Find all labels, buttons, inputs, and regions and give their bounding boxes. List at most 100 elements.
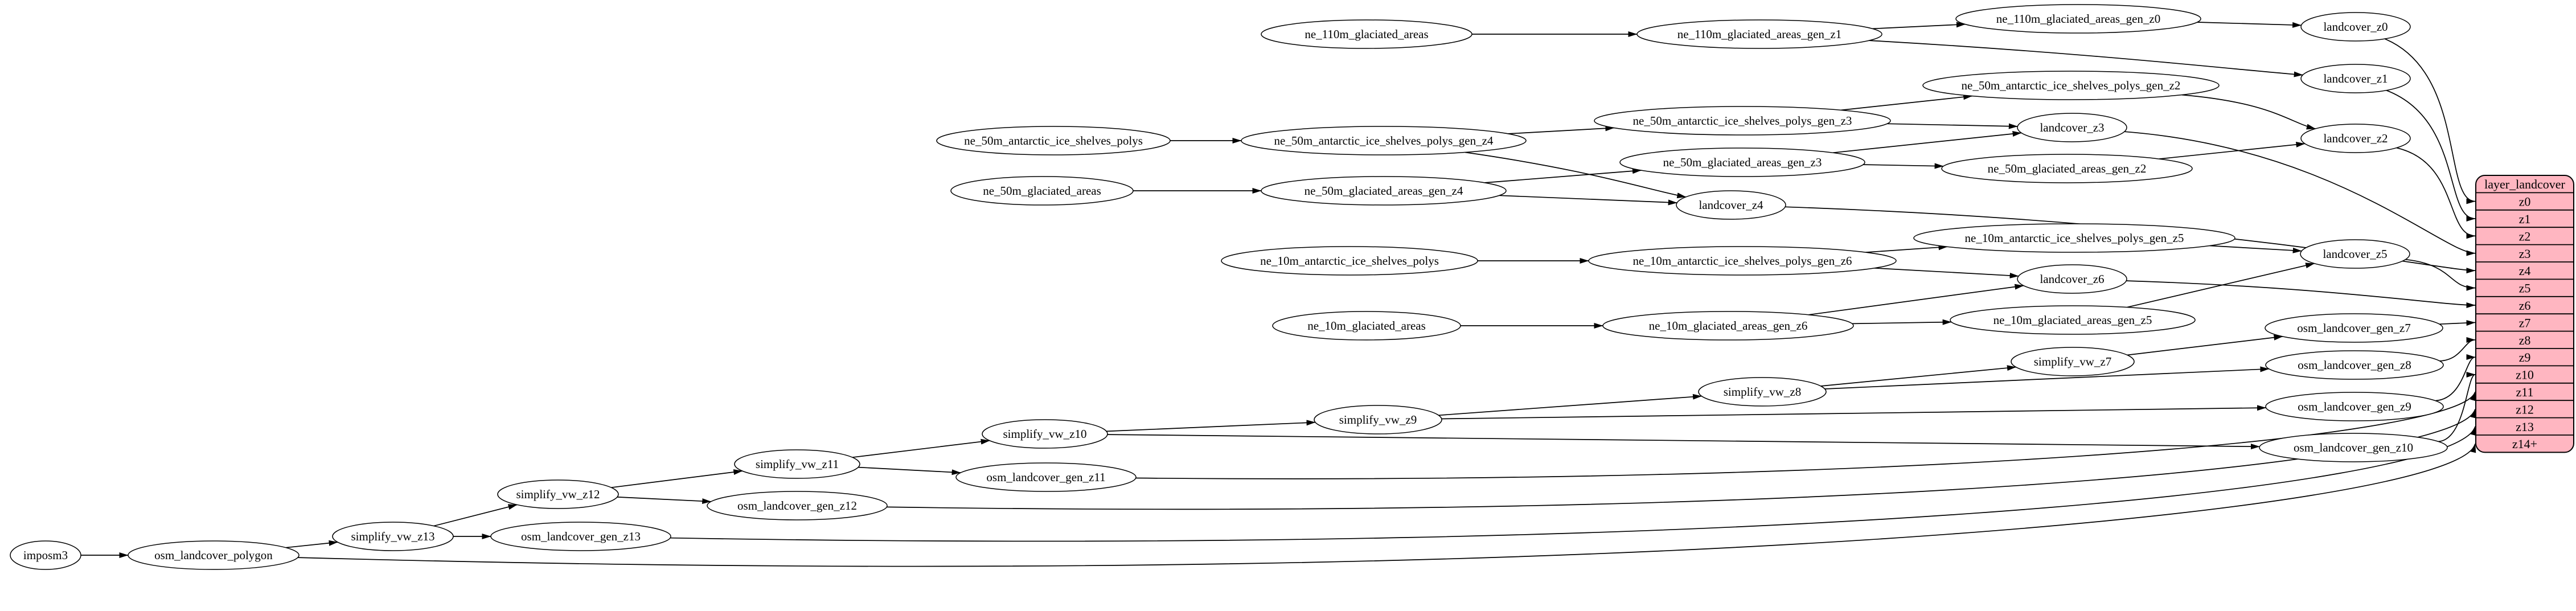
node-shape-ne_50m_glaciated_areas_gen_z3 (1619, 147, 1865, 177)
node-shape-ne_110m_glaciated_areas (1261, 19, 1472, 49)
edge-simplify_vw_z9-to-simplify_vw_z8 (1438, 393, 1702, 416)
node-label-ne_10m_antarctic_ice_shelves_polys_gen_z5: ne_10m_antarctic_ice_shelves_polys_gen_z… (1965, 231, 2184, 245)
node-shape-osm_landcover_gen_z7 (2265, 313, 2443, 343)
node-landcover_z2: landcover_z2 (2300, 124, 2411, 153)
node-label-simplify_vw_z11: simplify_vw_z11 (756, 457, 839, 471)
node-osm_landcover_polygon: osm_landcover_polygon (128, 540, 300, 570)
edge-ne_10m_antarctic_ice_shelves_polys_gen_z5-to-landcover_z5 (2209, 245, 2302, 253)
node-label-landcover_z3: landcover_z3 (2040, 121, 2104, 134)
node-ne_10m_antarctic_ice_shelves_polys_gen_z5: ne_10m_antarctic_ice_shelves_polys_gen_z… (1913, 223, 2235, 253)
table-row-z0: z0 (2519, 195, 2531, 209)
node-label-osm_landcover_gen_z9: osm_landcover_gen_z9 (2298, 400, 2411, 413)
node-landcover_z6: landcover_z6 (2017, 264, 2127, 294)
node-label-landcover_z0: landcover_z0 (2323, 20, 2388, 34)
node-ne_50m_glaciated_areas: ne_50m_glaciated_areas (950, 176, 1134, 206)
node-label-osm_landcover_gen_z10: osm_landcover_gen_z10 (2294, 441, 2413, 454)
node-label-ne_50m_antarctic_ice_shelves_polys_gen_z4: ne_50m_antarctic_ice_shelves_polys_gen_z… (1274, 134, 1494, 147)
edge-osm_landcover_gen_z10-to-layer-z10 (2438, 372, 2476, 442)
edge-ne_50m_antarctic_ice_shelves_polys_gen_z3-to-ne_50m_antarctic_ice_shelves_polys_gen_z2 (1841, 94, 1973, 111)
edge-ne_110m_glaciated_areas_gen_z1-to-landcover_z1 (1869, 40, 2303, 77)
edge-ne_110m_glaciated_areas_gen_z1-to-ne_110m_glaciated_areas_gen_z0 (1872, 22, 1966, 30)
node-shape-ne_50m_antarctic_ice_shelves_polys_gen_z4 (1241, 126, 1527, 155)
node-shape-ne_10m_glaciated_areas_gen_z6 (1602, 311, 1854, 341)
table-row-z1: z1 (2519, 212, 2531, 226)
node-shape-landcover_z3 (2017, 113, 2127, 142)
node-imposm3: imposm3 (10, 540, 81, 570)
node-osm_landcover_gen_z7: osm_landcover_gen_z7 (2265, 313, 2443, 343)
table-row-z9: z9 (2519, 350, 2531, 364)
edge-ne_50m_antarctic_ice_shelves_polys_gen_z3-to-landcover_z3 (1887, 123, 2018, 129)
node-shape-ne_50m_antarctic_ice_shelves_polys_gen_z2 (1922, 71, 2220, 100)
edge-simplify_vw_z12-to-simplify_vw_z11 (611, 469, 743, 489)
node-shape-osm_landcover_gen_z12 (707, 491, 888, 520)
node-label-landcover_z1: landcover_z1 (2323, 72, 2388, 85)
node-ne_10m_glaciated_areas_gen_z5: ne_10m_glaciated_areas_gen_z5 (1950, 305, 2196, 335)
node-shape-landcover_z2 (2300, 124, 2411, 153)
node-shape-landcover_z6 (2017, 264, 2127, 294)
node-label-imposm3: imposm3 (23, 548, 68, 562)
edge-ne_50m_glaciated_areas_gen_z3-to-ne_50m_glaciated_areas_gen_z2 (1863, 163, 1944, 169)
node-shape-simplify_vw_z8 (1698, 377, 1827, 407)
table-title: layer_landcover (2484, 177, 2565, 191)
edge-simplify_vw_z10-to-osm_landcover_gen_z10 (1107, 434, 2260, 450)
node-landcover_z0: landcover_z0 (2300, 12, 2411, 42)
table-row-z12: z12 (2516, 402, 2534, 416)
edge-landcover_z4-to-layer-z4 (1785, 206, 2476, 274)
node-label-ne_10m_antarctic_ice_shelves_polys: ne_10m_antarctic_ice_shelves_polys (1260, 254, 1439, 268)
node-shape-simplify_vw_z9 (1314, 405, 1442, 434)
node-label-ne_110m_glaciated_areas: ne_110m_glaciated_areas (1305, 27, 1428, 41)
node-shape-ne_50m_glaciated_areas_gen_z2 (1941, 154, 2193, 183)
node-landcover_z3: landcover_z3 (2017, 113, 2127, 142)
edge-simplify_vw_z11-to-osm_landcover_gen_z11 (858, 466, 961, 475)
node-label-simplify_vw_z7: simplify_vw_z7 (2034, 355, 2112, 368)
edge-osm_landcover_polygon-to-simplify_vw_z13 (285, 540, 338, 548)
node-shape-landcover_z5 (2300, 239, 2410, 269)
node-ne_10m_glaciated_areas: ne_10m_glaciated_areas (1272, 311, 1461, 341)
node-shape-ne_110m_glaciated_areas_gen_z1 (1636, 19, 1882, 49)
node-shape-landcover_z4 (1676, 190, 1786, 220)
node-label-ne_50m_glaciated_areas_gen_z2: ne_50m_glaciated_areas_gen_z2 (1988, 162, 2147, 175)
node-shape-osm_landcover_gen_z13 (490, 522, 671, 551)
edge-landcover_z1-to-layer-z1 (2386, 89, 2476, 222)
node-label-simplify_vw_z13: simplify_vw_z13 (351, 530, 435, 543)
node-shape-ne_10m_antarctic_ice_shelves_polys_gen_z5 (1913, 223, 2235, 253)
edge-simplify_vw_z8-to-osm_landcover_gen_z8 (1824, 366, 2270, 389)
node-shape-landcover_z1 (2300, 64, 2411, 93)
node-label-ne_10m_glaciated_areas_gen_z5: ne_10m_glaciated_areas_gen_z5 (1993, 313, 2152, 327)
node-simplify_vw_z13: simplify_vw_z13 (332, 522, 454, 551)
node-label-ne_10m_antarctic_ice_shelves_polys_gen_z6: ne_10m_antarctic_ice_shelves_polys_gen_z… (1633, 254, 1852, 268)
node-osm_landcover_gen_z10: osm_landcover_gen_z10 (2259, 433, 2448, 462)
edge-simplify_vw_z12-to-osm_landcover_gen_z12 (617, 497, 712, 505)
table-row-z2: z2 (2519, 229, 2531, 243)
table-row-z8: z8 (2519, 333, 2531, 347)
layer-landcover-table: layer_landcoverz0z1z2z3z4z5z6z7z8z9z10z1… (2475, 175, 2574, 453)
edge-ne_10m_glaciated_areas_gen_z6-to-ne_10m_glaciated_areas_gen_z5 (1852, 319, 1952, 325)
table-row-z14+: z14+ (2512, 437, 2537, 451)
table-row-z7: z7 (2519, 315, 2531, 330)
node-label-landcover_z4: landcover_z4 (1699, 198, 1763, 212)
node-osm_landcover_gen_z8: osm_landcover_gen_z8 (2265, 350, 2444, 380)
edge-landcover_z3-to-layer-z3 (2124, 131, 2476, 256)
edge-osm_landcover_gen_z12-to-layer-z12 (887, 408, 2476, 510)
node-ne_10m_antarctic_ice_shelves_polys_gen_z6: ne_10m_antarctic_ice_shelves_polys_gen_z… (1588, 246, 1897, 276)
node-label-ne_110m_glaciated_areas_gen_z0: ne_110m_glaciated_areas_gen_z0 (1996, 12, 2160, 26)
node-label-simplify_vw_z8: simplify_vw_z8 (1724, 385, 1802, 399)
node-landcover_z1: landcover_z1 (2300, 64, 2411, 93)
node-shape-simplify_vw_z10 (982, 419, 1108, 449)
node-simplify_vw_z7: simplify_vw_z7 (2011, 347, 2135, 376)
edge-ne_50m_glaciated_areas_gen_z2-to-landcover_z2 (2159, 141, 2306, 159)
node-simplify_vw_z11: simplify_vw_z11 (734, 449, 860, 479)
node-label-landcover_z5: landcover_z5 (2323, 247, 2387, 261)
node-ne_50m_antarctic_ice_shelves_polys_gen_z4: ne_50m_antarctic_ice_shelves_polys_gen_z… (1241, 126, 1527, 155)
table-row-z13: z13 (2516, 420, 2534, 434)
nodes-layer: ne_110m_glaciated_areas ne_110m_glaciated… (10, 4, 2448, 570)
node-label-osm_landcover_gen_z11: osm_landcover_gen_z11 (986, 470, 1105, 484)
node-label-ne_10m_glaciated_areas: ne_10m_glaciated_areas (1307, 319, 1426, 333)
node-shape-ne_50m_antarctic_ice_shelves_polys_gen_z3 (1594, 106, 1891, 136)
node-label-osm_landcover_gen_z13: osm_landcover_gen_z13 (521, 530, 641, 543)
table-row-z6: z6 (2519, 298, 2531, 313)
edge-ne_10m_glaciated_areas_gen_z5-to-landcover_z5 (2127, 263, 2315, 308)
node-ne_50m_glaciated_areas_gen_z4: ne_50m_glaciated_areas_gen_z4 (1261, 176, 1507, 206)
edge-simplify_vw_z9-to-osm_landcover_gen_z9 (1441, 405, 2266, 420)
